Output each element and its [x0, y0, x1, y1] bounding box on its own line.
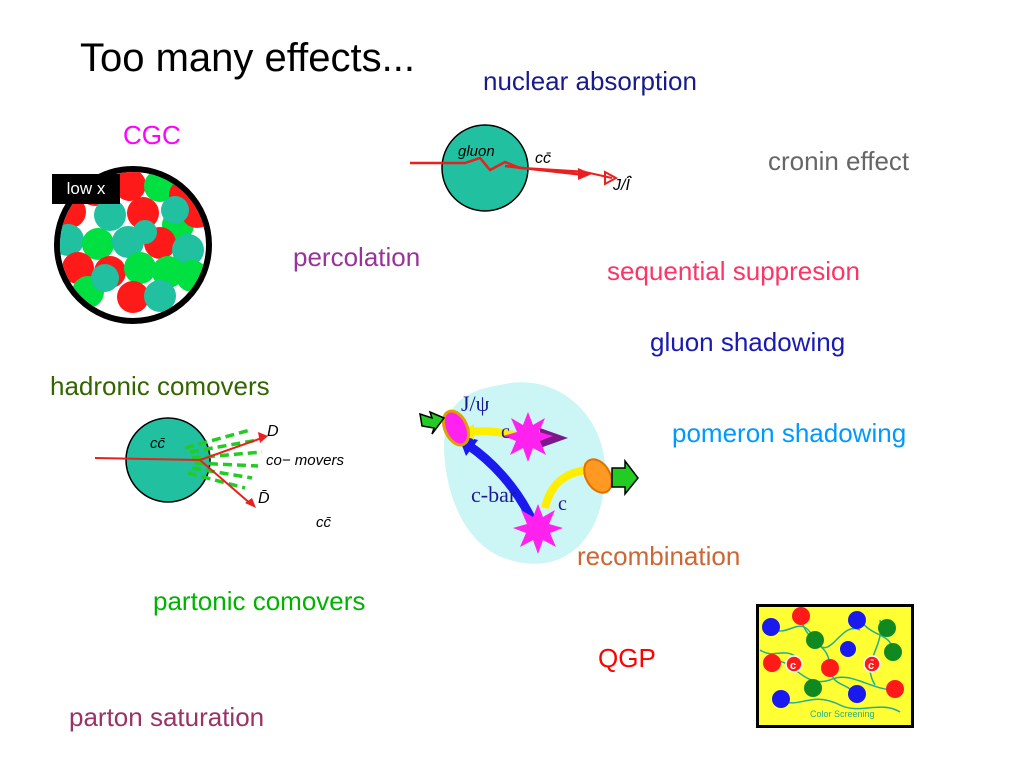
label-hadronic-comovers: hadronic comovers — [50, 371, 270, 401]
page-title: Too many effects... — [80, 36, 415, 80]
c-label: c — [501, 421, 510, 443]
cbar-label: c̄ — [868, 660, 874, 672]
arrowhead-icon — [245, 498, 256, 508]
label-percolation: percolation — [293, 242, 421, 272]
purple-arrowhead-icon — [540, 428, 568, 448]
ccbar-label: cc̄ — [150, 435, 166, 452]
comover-dashes — [184, 428, 263, 490]
ccbar-bottom-label: cc̄ — [316, 514, 332, 531]
low-x-tag: low x — [52, 174, 120, 204]
fireball-region — [444, 382, 606, 564]
gluon-strings — [759, 616, 901, 713]
label-recombination: recombination — [577, 541, 741, 571]
color-screening-caption: Color Screening — [810, 709, 875, 719]
cbar-label: c-bar — [471, 482, 517, 507]
label-gluon-shadowing: gluon shadowing — [650, 327, 846, 357]
arrowhead-icon — [258, 432, 268, 443]
dbar-label: D̄ — [258, 490, 270, 507]
label-cgc: CGC — [123, 120, 181, 150]
nucleus-circle — [125, 417, 211, 503]
star-icon — [513, 504, 563, 554]
star-icon — [503, 412, 553, 462]
gluon-label: gluon — [458, 143, 495, 160]
qgp-frame — [756, 604, 914, 728]
jpsi-label: J/ψ — [461, 391, 490, 416]
green-arrow-icon — [419, 410, 446, 435]
c-label: c — [790, 660, 796, 672]
cbar-quark — [863, 655, 881, 673]
jpsi-label: J/Ï̂ — [612, 174, 632, 194]
nucleus-circle — [441, 124, 529, 212]
comovers-label: co− movers — [266, 452, 344, 469]
cbar-arrow — [465, 441, 537, 522]
c2-label: c — [558, 493, 567, 515]
dbar-track — [199, 459, 253, 506]
label-nuclear-absorption: nuclear absorption — [483, 66, 697, 96]
d-hadron — [583, 458, 613, 494]
gluon-path — [410, 156, 586, 174]
label-cronin-effect: cronin effect — [768, 146, 910, 176]
c-quark — [785, 655, 803, 673]
green-arrow-icon — [611, 458, 639, 497]
d-track — [199, 437, 263, 461]
label-parton-saturation: parton saturation — [69, 702, 265, 732]
jpsi-hadron — [441, 409, 471, 447]
label-pomeron-shadowing: pomeron shadowing — [672, 418, 907, 448]
label-partonic-comovers: partonic comovers — [153, 586, 366, 616]
label-sequential-suppression: sequential suppresion — [607, 256, 860, 286]
label-qgp: QGP — [598, 643, 656, 673]
arrowhead-icon — [578, 168, 592, 180]
ccbar-label: cc̄ — [535, 150, 552, 167]
d-label: D — [267, 423, 279, 440]
